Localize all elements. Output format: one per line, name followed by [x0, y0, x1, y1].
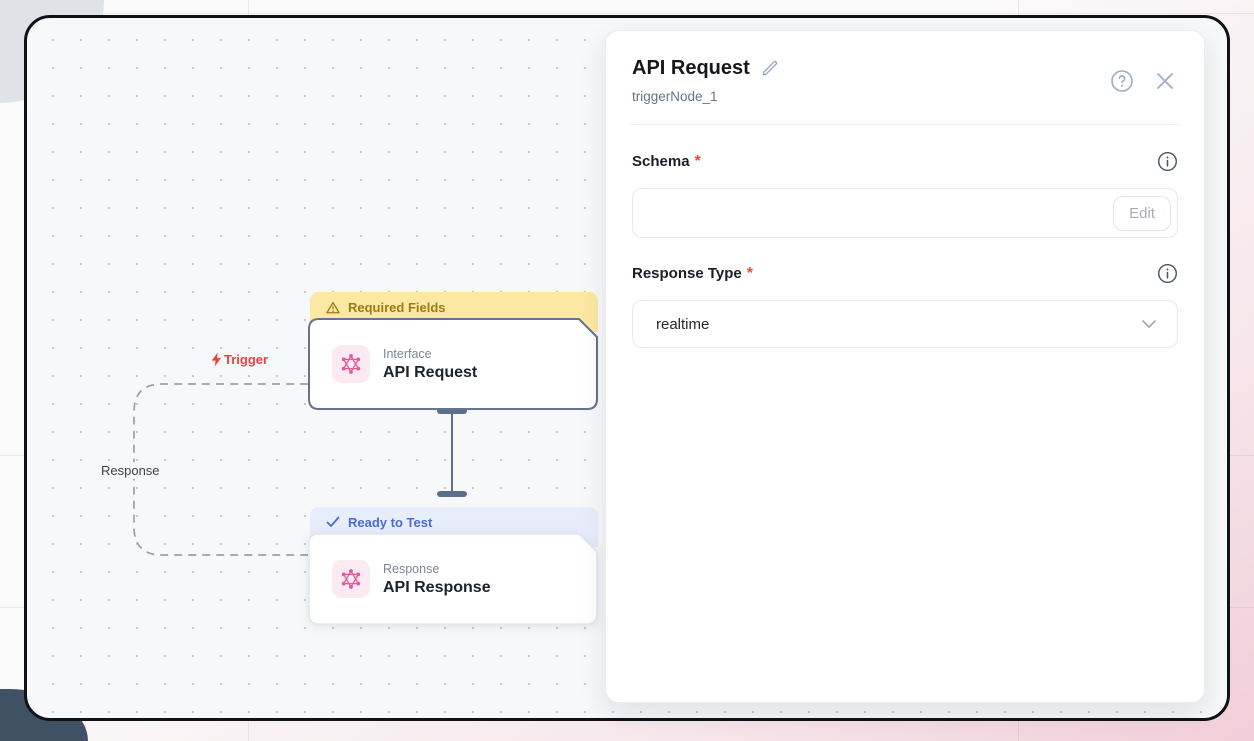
- response-type-field-label: Response Type: [632, 264, 742, 282]
- info-icon[interactable]: [1157, 263, 1178, 284]
- node-title: API Request: [383, 363, 478, 381]
- node-category: Response: [383, 561, 440, 576]
- banner-label: Required Fields: [348, 299, 446, 315]
- required-asterisk: *: [746, 264, 753, 282]
- help-icon[interactable]: [1110, 69, 1134, 93]
- edit-title-pencil-icon[interactable]: [760, 59, 779, 78]
- node-properties-panel: API Request triggerNode_1: [605, 30, 1205, 703]
- trigger-edge-label: Trigger: [210, 352, 268, 367]
- response-type-selected-value: realtime: [656, 315, 710, 333]
- connection-wire: [451, 413, 453, 495]
- node-outline: [308, 318, 598, 410]
- check-icon: [326, 516, 340, 527]
- node-output-handle[interactable]: [437, 408, 467, 414]
- schema-field-label: Schema: [632, 152, 690, 170]
- close-icon[interactable]: [1154, 70, 1176, 92]
- interface-node-icon: [332, 345, 370, 383]
- required-asterisk: *: [694, 152, 701, 170]
- info-icon[interactable]: [1157, 151, 1178, 172]
- response-type-select[interactable]: realtime: [632, 300, 1178, 348]
- warning-icon: [326, 301, 340, 313]
- node-title: API Response: [383, 578, 491, 596]
- node-category: Interface: [383, 346, 432, 361]
- node-id-label: triggerNode_1: [632, 89, 718, 104]
- bg-gridline: [0, 13, 1254, 14]
- header-divider: [630, 124, 1180, 125]
- response-edge-label: Response: [98, 462, 163, 479]
- banner-label: Ready to Test: [348, 514, 433, 530]
- panel-title: API Request: [632, 57, 750, 79]
- node-api-request[interactable]: Required Fields: [308, 292, 598, 410]
- node-input-handle[interactable]: [437, 491, 467, 497]
- schema-value-box: Edit: [632, 188, 1178, 238]
- schema-edit-button[interactable]: Edit: [1113, 195, 1171, 231]
- chevron-down-icon: [1142, 320, 1156, 328]
- node-outline: [308, 533, 598, 625]
- response-node-icon: [332, 560, 370, 598]
- node-api-response[interactable]: Ready to Test: [308, 507, 598, 625]
- lightning-bolt-icon: [211, 352, 221, 367]
